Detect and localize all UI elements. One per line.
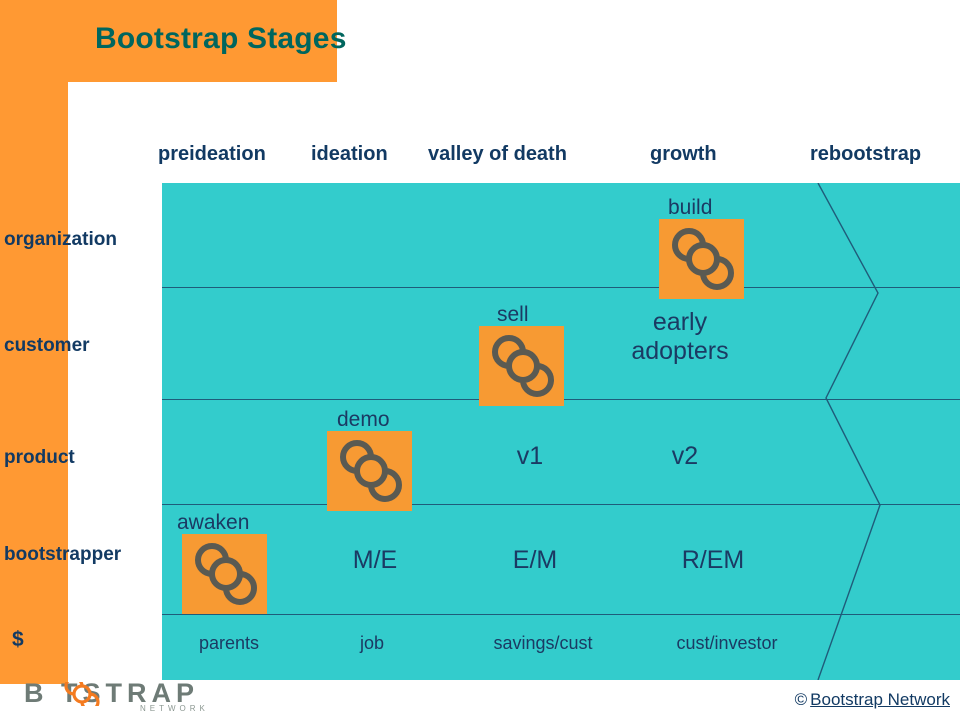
cell-bootstrapper-me: M/E <box>352 546 398 574</box>
copyright-link-text[interactable]: Bootstrap Network <box>810 690 950 709</box>
cell-label-customer-sell-icon: sell <box>497 303 529 326</box>
bootstrap-network-logo: B TSTRAP NETWORK <box>24 676 254 716</box>
column-header-growth: growth <box>650 143 717 165</box>
cell-money-parents: parents <box>198 633 260 653</box>
infinity-icon <box>659 219 744 299</box>
cell-money-savings-cust: savings/cust <box>493 633 593 653</box>
cell-bootstrapper-em: E/M <box>512 546 558 574</box>
cell-label-product-demo-icon: demo <box>337 408 390 431</box>
page-title: Bootstrap Stages <box>95 22 347 55</box>
matrix-row-organization <box>162 183 960 288</box>
row-label-customer: customer <box>4 335 90 356</box>
cell-product-v2: v2 <box>671 442 699 470</box>
stages-matrix <box>162 183 960 680</box>
logo-wordmark: B TSTRAP <box>24 678 199 708</box>
cell-bootstrapper-rem: R/EM <box>681 546 745 574</box>
cell-customer-early-adopters: early adopters <box>631 308 729 365</box>
row-label-organization: organization <box>4 229 117 250</box>
cell-money-job: job <box>359 633 385 653</box>
logo-subtitle: NETWORK <box>140 704 209 713</box>
logo-infinity-icon <box>60 676 110 712</box>
column-header-rebootstrap: rebootstrap <box>810 143 922 165</box>
cell-label-organization-build-icon: build <box>668 196 713 219</box>
row-label-product: product <box>4 447 75 468</box>
copyright-symbol: © <box>794 690 808 709</box>
row-label-bootstrapper: bootstrapper <box>4 544 122 565</box>
orange-side-bar <box>0 0 68 684</box>
column-header-preideation: preideation <box>158 143 266 165</box>
cell-product-v1: v1 <box>516 442 544 470</box>
matrix-row-product <box>162 400 960 505</box>
column-header-valley-of-death: valley of death <box>428 143 567 165</box>
cell-label-bootstrapper-awaken-icon: awaken <box>177 511 250 534</box>
infinity-icon <box>479 326 564 406</box>
copyright-notice[interactable]: ©Bootstrap Network <box>795 690 950 710</box>
matrix-row-bootstrapper <box>162 505 960 615</box>
infinity-icon <box>327 431 412 511</box>
row-label-money: $ <box>12 628 24 651</box>
column-header-row: preideation ideation valley of death growth… <box>0 143 960 173</box>
infinity-icon <box>182 534 267 614</box>
cell-money-cust-investor: cust/investor <box>676 633 778 653</box>
column-header-ideation: ideation <box>311 143 388 165</box>
